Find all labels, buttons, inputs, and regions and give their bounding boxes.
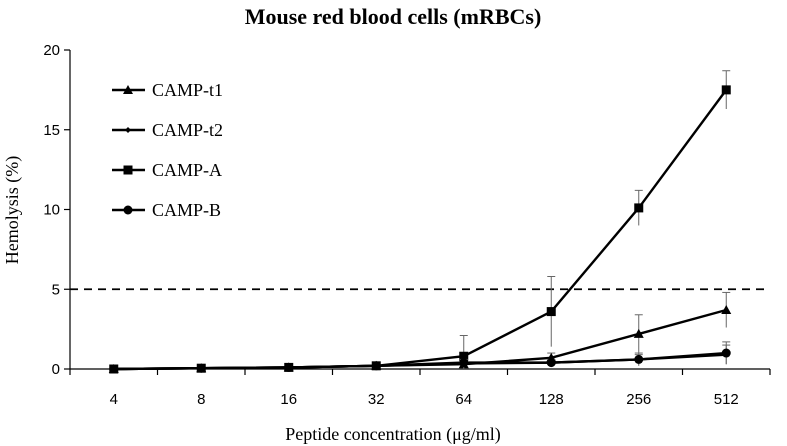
data-point	[721, 85, 731, 95]
legend-item: CAMP-A	[112, 160, 222, 180]
data-point	[196, 363, 206, 373]
data-point	[371, 361, 381, 371]
legend-label: CAMP-t2	[152, 120, 223, 140]
legend-item: CAMP-t2	[112, 120, 223, 140]
plot-area: 0 5 10 15 20 4 8 16 32 64 128 256 512 CAMP-t1CAMP-t2C…	[43, 42, 771, 408]
y-tick-label: 10	[43, 202, 60, 219]
data-point	[634, 203, 644, 213]
legend-item: CAMP-t1	[112, 80, 223, 100]
legend-item: CAMP-B	[112, 200, 221, 220]
y-tick-label: 0	[52, 361, 60, 378]
x-tick-label: 32	[368, 391, 385, 408]
y-tick-label: 20	[43, 42, 60, 59]
x-tick-label: 64	[455, 391, 472, 408]
data-point	[633, 328, 644, 338]
chart-title: Mouse red blood cells (mRBCs)	[245, 4, 542, 29]
y-tick-label: 15	[43, 122, 60, 139]
legend-label: CAMP-B	[152, 200, 221, 220]
data-point	[721, 348, 731, 358]
data-point	[546, 358, 556, 368]
data-point	[459, 358, 469, 368]
x-tick-label: 512	[714, 391, 739, 408]
data-point	[546, 307, 556, 317]
legend-label: CAMP-A	[152, 160, 222, 180]
x-tick-label: 256	[626, 391, 651, 408]
legend-marker	[125, 127, 131, 133]
x-tick-label: 8	[197, 391, 205, 408]
legend-label: CAMP-t1	[152, 80, 223, 100]
series-camp-b	[109, 341, 731, 374]
series-line	[113, 351, 727, 371]
data-point	[721, 304, 732, 314]
y-tick-label: 5	[52, 281, 60, 298]
legend-marker	[123, 85, 133, 94]
legend-marker	[123, 205, 133, 215]
data-point	[284, 362, 294, 372]
series-camp-a	[109, 70, 731, 374]
x-tick-label: 4	[110, 391, 118, 408]
x-tick-label: 128	[539, 391, 564, 408]
x-tick-label: 16	[280, 391, 297, 408]
data-point	[634, 354, 644, 364]
data-point	[459, 351, 469, 361]
y-axis-label: Hemolysis (%)	[2, 156, 23, 264]
legend-marker	[123, 165, 133, 175]
x-axis-label: Peptide concentration (μg/ml)	[285, 424, 501, 445]
data-point	[109, 364, 119, 374]
